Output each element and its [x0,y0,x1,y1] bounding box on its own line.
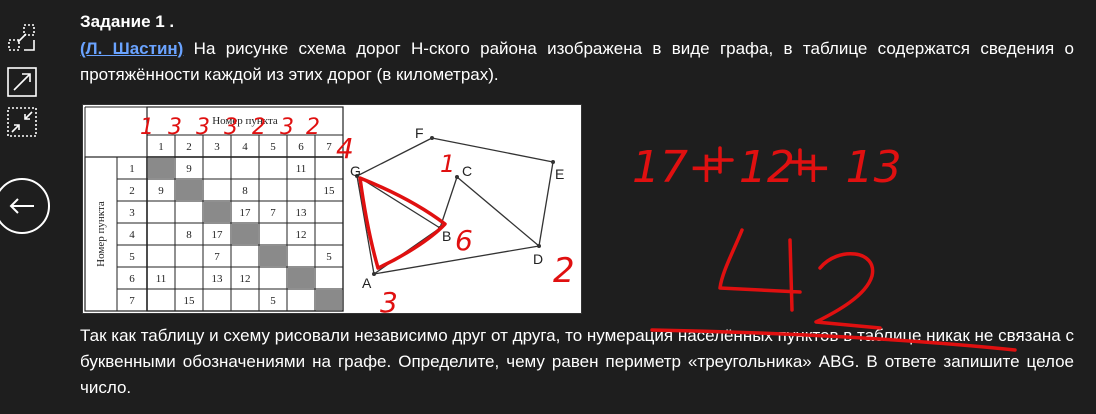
row-header: 7 [129,295,135,307]
table-cell: 15 [324,185,336,197]
task-figure: Номер пункта Номер пункта 1 2 3 4 5 6 7 … [82,104,582,314]
row-header: 1 [129,163,135,175]
sum-plus [706,146,814,176]
node-label: A [362,275,372,291]
diagonal-cell [316,290,342,310]
diagonal-cell [288,268,314,288]
fullscreen-arrow-icon[interactable] [6,66,38,98]
diagonal-cell [232,224,258,244]
col-header: 1 [158,141,164,153]
table-cell: 11 [296,163,307,175]
diagonal-cell [148,158,174,178]
diagonal-cell [176,180,202,200]
column-headers: 1 2 3 4 5 6 7 [158,141,332,153]
node-label: E [555,166,564,182]
task-header: Задание 1 . (Л. Шастин) На рисунке схема… [80,10,1074,88]
col-header: 3 [214,141,220,153]
node-label: F [415,125,424,141]
back-button[interactable] [0,178,50,234]
diagonal-cell [260,246,286,266]
table-cell: 13 [212,273,224,285]
table-cell: 12 [240,273,251,285]
distance-table: Номер пункта Номер пункта 1 2 3 4 5 6 7 … [84,106,344,312]
table-grid [117,135,343,311]
table-cell: 11 [156,273,167,285]
table-cell: 17 [240,207,252,219]
row-header: 2 [129,185,135,197]
table-cell: 17 [212,229,224,241]
table-header-top: Номер пункта [212,115,278,127]
table-cell: 13 [296,207,308,219]
figure-svg: Номер пункта Номер пункта 1 2 3 4 5 6 7 … [82,104,582,314]
expand-diagonal-icon[interactable] [6,22,38,54]
col-header: 4 [242,141,248,153]
table-body: 1 9 11 2 9 8 15 3 17 7 13 4 8 17 12 5 7 5 6 11 13 12 7 15 5 [129,163,335,307]
col-header: 2 [186,141,192,153]
table-diagonal-cells [148,158,342,310]
task-title: Задание 1 . [80,12,175,31]
task-intro: (Л. Шастин) На рисунке схема дорог Н-ско… [80,36,1074,88]
side-toolbar [0,0,60,414]
answer-digit-four [718,228,802,312]
table-cell: 7 [270,207,276,219]
node-label: B [442,228,451,244]
task-question: Так как таблицу и схему рисовали независ… [80,323,1074,401]
diagonal-cell [204,202,230,222]
shrink-arrows-icon[interactable] [6,106,38,138]
row-header: 4 [129,229,135,241]
table-cell: 5 [326,251,332,263]
table-cell: 8 [242,185,248,197]
table-header-side: Номер пункта [95,201,107,267]
table-cell: 9 [158,185,164,197]
table-cell: 5 [270,295,276,307]
row-header: 6 [129,273,135,285]
col-header: 7 [326,141,332,153]
table-cell: 7 [214,251,220,263]
answer-digit-two [814,252,882,330]
node-label: G [350,163,361,179]
node-label: D [533,251,543,267]
node-label: C [462,163,472,179]
row-header: 3 [129,207,135,219]
col-header: 6 [298,141,304,153]
arrow-left-icon [9,198,34,214]
author-link[interactable]: (Л. Шастин) [80,39,184,58]
table-cell: 12 [296,229,307,241]
table-cell: 9 [186,163,192,175]
row-header: 5 [129,251,135,263]
table-cell: 15 [184,295,196,307]
table-cell: 8 [186,229,192,241]
question-text: Так как таблицу и схему рисовали независ… [80,326,1075,397]
intro-text: На рисунке схема дорог Н-ского района из… [80,39,1075,84]
col-header: 5 [270,141,276,153]
sum-expression: 17+ 12+ 13 [632,142,902,193]
